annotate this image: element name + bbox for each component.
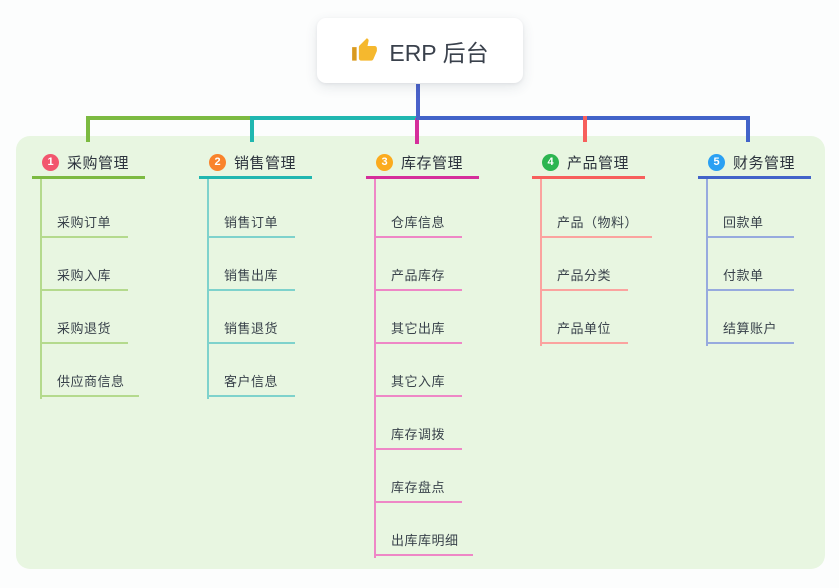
connector-branch4-drop bbox=[583, 116, 587, 142]
branch-4-trunk-line bbox=[540, 179, 542, 346]
branch-1-title-node[interactable]: 1 采购管理 bbox=[32, 149, 145, 179]
node-receipt-bill[interactable]: 回款单 bbox=[706, 210, 794, 238]
canvas-panel bbox=[16, 136, 825, 569]
node-sales-outbound[interactable]: 销售出库 bbox=[207, 263, 295, 291]
node-stock-transfer[interactable]: 库存调拨 bbox=[374, 422, 462, 450]
connector-root-line bbox=[416, 84, 420, 120]
thumbs-up-icon bbox=[351, 37, 378, 64]
node-payment-bill[interactable]: 付款单 bbox=[706, 263, 794, 291]
connector-branch1-drop bbox=[86, 116, 90, 142]
branch-3-title: 库存管理 bbox=[401, 155, 464, 172]
branch-3-number-badge: 3 bbox=[376, 154, 393, 171]
branch-4-title-node[interactable]: 4 产品管理 bbox=[532, 149, 645, 179]
node-customer-info[interactable]: 客户信息 bbox=[207, 369, 295, 397]
node-supplier-info[interactable]: 供应商信息 bbox=[40, 369, 139, 397]
branch-3-inventory-mgmt: 3 库存管理 仓库信息 产品库存 其它出库 其它入库 库存调拨 库存盘点 出库库… bbox=[366, 149, 479, 558]
branch-2-sales-mgmt: 2 销售管理 销售订单 销售出库 销售退货 客户信息 bbox=[199, 149, 312, 399]
branch-3-trunk-line bbox=[374, 179, 376, 558]
node-other-inbound[interactable]: 其它入库 bbox=[374, 369, 462, 397]
branch-2-title: 销售管理 bbox=[234, 155, 297, 172]
node-sales-return[interactable]: 销售退货 bbox=[207, 316, 295, 344]
node-product-stock[interactable]: 产品库存 bbox=[374, 263, 462, 291]
connector-branch5-drop bbox=[746, 116, 750, 142]
branch-1-title: 采购管理 bbox=[67, 155, 130, 172]
connector-branch2-horizontal bbox=[251, 116, 418, 120]
branch-3-title-node[interactable]: 3 库存管理 bbox=[366, 149, 479, 179]
node-product-unit[interactable]: 产品单位 bbox=[540, 316, 628, 344]
node-warehouse-info[interactable]: 仓库信息 bbox=[374, 210, 462, 238]
connector-branch1-horizontal bbox=[86, 116, 255, 120]
branch-5-finance-mgmt: 5 财务管理 回款单 付款单 结算账户 bbox=[698, 149, 811, 346]
branch-5-number-badge: 5 bbox=[708, 154, 725, 171]
node-settlement-account[interactable]: 结算账户 bbox=[706, 316, 794, 344]
branch-4-number-badge: 4 bbox=[542, 154, 559, 171]
node-sales-order[interactable]: 销售订单 bbox=[207, 210, 295, 238]
node-purchase-return[interactable]: 采购退货 bbox=[40, 316, 128, 344]
branch-4-title: 产品管理 bbox=[567, 155, 630, 172]
branch-4-product-mgmt: 4 产品管理 产品（物料） 产品分类 产品单位 bbox=[532, 149, 653, 346]
node-stock-taking[interactable]: 库存盘点 bbox=[374, 475, 462, 503]
branch-2-title-node[interactable]: 2 销售管理 bbox=[199, 149, 312, 179]
branch-1-purchase-mgmt: 1 采购管理 采购订单 采购入库 采购退货 供应商信息 bbox=[32, 149, 145, 399]
node-other-outbound[interactable]: 其它出库 bbox=[374, 316, 462, 344]
connector-branch2-drop bbox=[250, 116, 254, 142]
connector-branch3-drop bbox=[415, 118, 419, 144]
node-purchase-order[interactable]: 采购订单 bbox=[40, 210, 128, 238]
branch-5-title-node[interactable]: 5 财务管理 bbox=[698, 149, 811, 179]
root-node[interactable]: ERP 后台 bbox=[317, 18, 523, 83]
node-outbound-detail[interactable]: 出库库明细 bbox=[374, 528, 473, 556]
branch-5-title: 财务管理 bbox=[733, 155, 796, 172]
node-product-material[interactable]: 产品（物料） bbox=[540, 210, 653, 238]
root-label: ERP 后台 bbox=[389, 39, 489, 66]
node-product-category[interactable]: 产品分类 bbox=[540, 263, 628, 291]
node-purchase-inbound[interactable]: 采购入库 bbox=[40, 263, 128, 291]
branch-2-number-badge: 2 bbox=[209, 154, 226, 171]
branch-5-trunk-line bbox=[706, 179, 708, 346]
branch-1-number-badge: 1 bbox=[42, 154, 59, 171]
